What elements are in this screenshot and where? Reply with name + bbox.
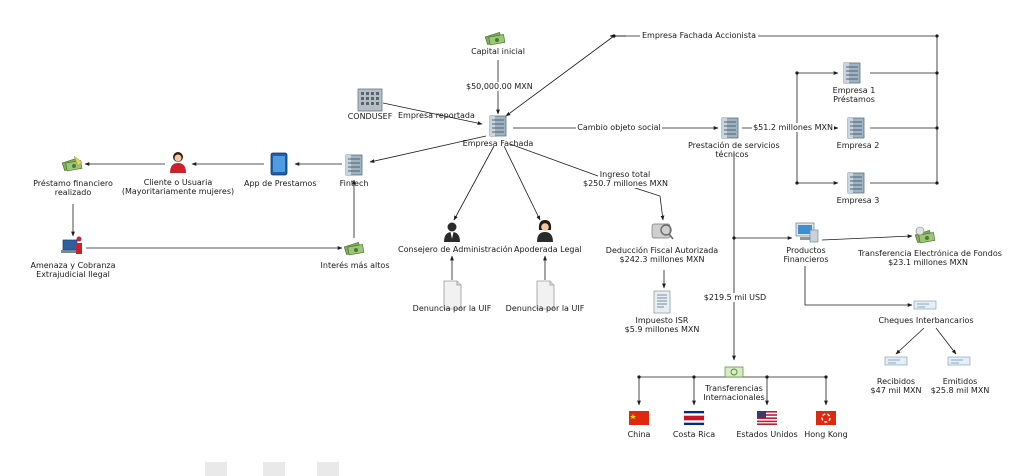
costa-rica-label: Costa Rica	[672, 430, 716, 439]
interes-money-icon	[343, 241, 365, 256]
amenaza-label-line-1: Amenaza y Cobranza	[30, 261, 116, 270]
edge-fachada-to-apoderada	[503, 145, 541, 221]
empresa-fachada-building-icon	[489, 115, 507, 137]
empresa-fachada-label: Empresa Fachada	[462, 139, 534, 148]
app-tablet-icon	[270, 152, 288, 176]
recibidos-label-line-2: $47 mil MXN	[870, 386, 922, 395]
empresa-1-label-line-2: Préstamos	[833, 95, 875, 104]
usd-2195-label: $219.5 mil USD	[700, 293, 770, 302]
capital-inicial-label: Capital inicial	[471, 47, 525, 56]
deduccion-label-line-2: $242.3 millones MXN	[619, 255, 705, 264]
interes-label: Interés más altos	[320, 261, 390, 270]
capital-amount-label: $50,000.00 MXN	[465, 82, 533, 91]
empresa-3-label: Empresa 3	[836, 196, 880, 205]
denuncia-1-label: Denuncia por la UIF	[412, 304, 492, 313]
amenaza-laptop-icon	[61, 236, 82, 254]
impuesto-form-icon	[653, 290, 671, 314]
edge-fachada-to-fintech	[369, 135, 487, 163]
prestamo-label-line-1: Préstamo financiero	[33, 179, 113, 188]
hong-kong-label: Hong Kong	[804, 430, 848, 439]
empresa-3-building-icon	[847, 172, 865, 194]
fintech-building-icon	[345, 154, 363, 176]
edge-cheques-to-emitidos	[935, 327, 957, 355]
transferencia-money-icon	[914, 226, 936, 244]
transferencia-label-line-2: $23.1 millones MXN	[888, 258, 968, 267]
placeholder-box	[263, 462, 285, 476]
productos-label-line-2: Financieros	[783, 255, 829, 264]
edge-fachada-to-consejo	[453, 145, 495, 221]
denuncia-2-label: Denuncia por la UIF	[505, 304, 585, 313]
impuesto-label-line-1: Impuesto ISR	[635, 316, 689, 325]
cheques-label: Cheques Interbancarios	[878, 316, 974, 325]
consejo-label: Consejero de Administración	[398, 245, 513, 254]
china-label: China	[627, 430, 651, 439]
empresa-reportada-label: Empresa reportada	[398, 111, 475, 120]
apoderada-woman-icon	[537, 220, 553, 242]
empresa-2-building-icon	[847, 117, 865, 139]
productos-label-line-1: Productos	[786, 246, 826, 255]
edges	[71, 34, 957, 406]
china-flag-icon	[629, 411, 649, 425]
cambio-objeto-label: Cambio objeto social	[576, 123, 662, 132]
cliente-label-line-2: (Mayoritariamente mujeres)	[121, 187, 235, 196]
capital-money-icon	[484, 31, 506, 46]
ingreso-total-label-line-1: Ingreso total	[598, 170, 652, 179]
cheques-icon	[913, 300, 937, 310]
emitidos-label-line-2: $25.8 mil MXN	[930, 386, 990, 395]
emitidos-label-line-1: Emitidos	[942, 377, 978, 386]
cliente-woman-icon	[170, 152, 186, 173]
millones-512-label: $51.2 millones MXN	[752, 123, 834, 132]
estados-unidos-flag-icon	[757, 411, 777, 425]
empresa-1-building-icon	[843, 62, 861, 84]
deduccion-calculator-icon	[651, 223, 674, 240]
emitidos-cheque-icon	[947, 356, 971, 366]
estados-unidos-label: Estados Unidos	[736, 430, 798, 439]
amenaza-label-line-2: Extrajudicial Ilegal	[36, 270, 110, 279]
transferencias-intl-label-line-1: Transferencias	[705, 384, 763, 393]
fintech-label: Fintech	[339, 179, 369, 188]
edge-condusef-to-fachada	[382, 102, 483, 125]
condusef-building-icon	[357, 88, 383, 112]
accionista-label: Empresa Fachada Accionista	[640, 31, 758, 40]
apoderada-label: Apoderada Legal	[514, 245, 582, 254]
consejo-person-icon	[444, 222, 460, 242]
prestamo-label-line-2: realizado	[54, 188, 92, 197]
hong-kong-flag-icon	[816, 411, 836, 425]
ingreso-total-label-line-2: $250.7 millones MXN	[582, 179, 668, 188]
edge-accionista-to-fachada	[505, 35, 615, 117]
prestacion-building-icon	[721, 117, 739, 139]
app-prestamos-label: App de Prestamos	[244, 179, 317, 188]
recibidos-cheque-icon	[884, 356, 908, 366]
edge-productos-to-cheques	[804, 266, 913, 307]
empresa-2-label: Empresa 2	[836, 141, 880, 150]
impuesto-label-line-2: $5.9 millones MXN	[624, 325, 700, 334]
edge-cheques-to-recibidos	[895, 327, 925, 355]
placeholder-box	[317, 462, 339, 476]
prestamo-money-icon	[61, 155, 83, 172]
edge-productos-to-transferencia	[821, 234, 913, 241]
placeholder-box	[205, 462, 227, 476]
transferencias-bill-icon	[724, 366, 744, 378]
productos-computer-icon	[795, 222, 819, 243]
prestacion-label-line-2: técnicos	[715, 150, 749, 159]
transferencia-label-line-1: Transferencia Electrónica de Fondos	[858, 249, 1002, 258]
condusef-label: CONDUSEF	[347, 112, 393, 121]
prestacion-label-line-1: Prestación de servicios	[688, 141, 780, 150]
costa-rica-flag-icon	[683, 410, 705, 426]
deduccion-label-line-1: Deducción Fiscal Autorizada	[605, 246, 719, 255]
recibidos-label-line-1: Recibidos	[876, 377, 916, 386]
empresa-1-label-line-1: Empresa 1	[832, 86, 876, 95]
cliente-label-line-1: Cliente o Usuaria	[143, 178, 213, 187]
transferencias-intl-label-line-2: Internacionales	[703, 393, 765, 402]
